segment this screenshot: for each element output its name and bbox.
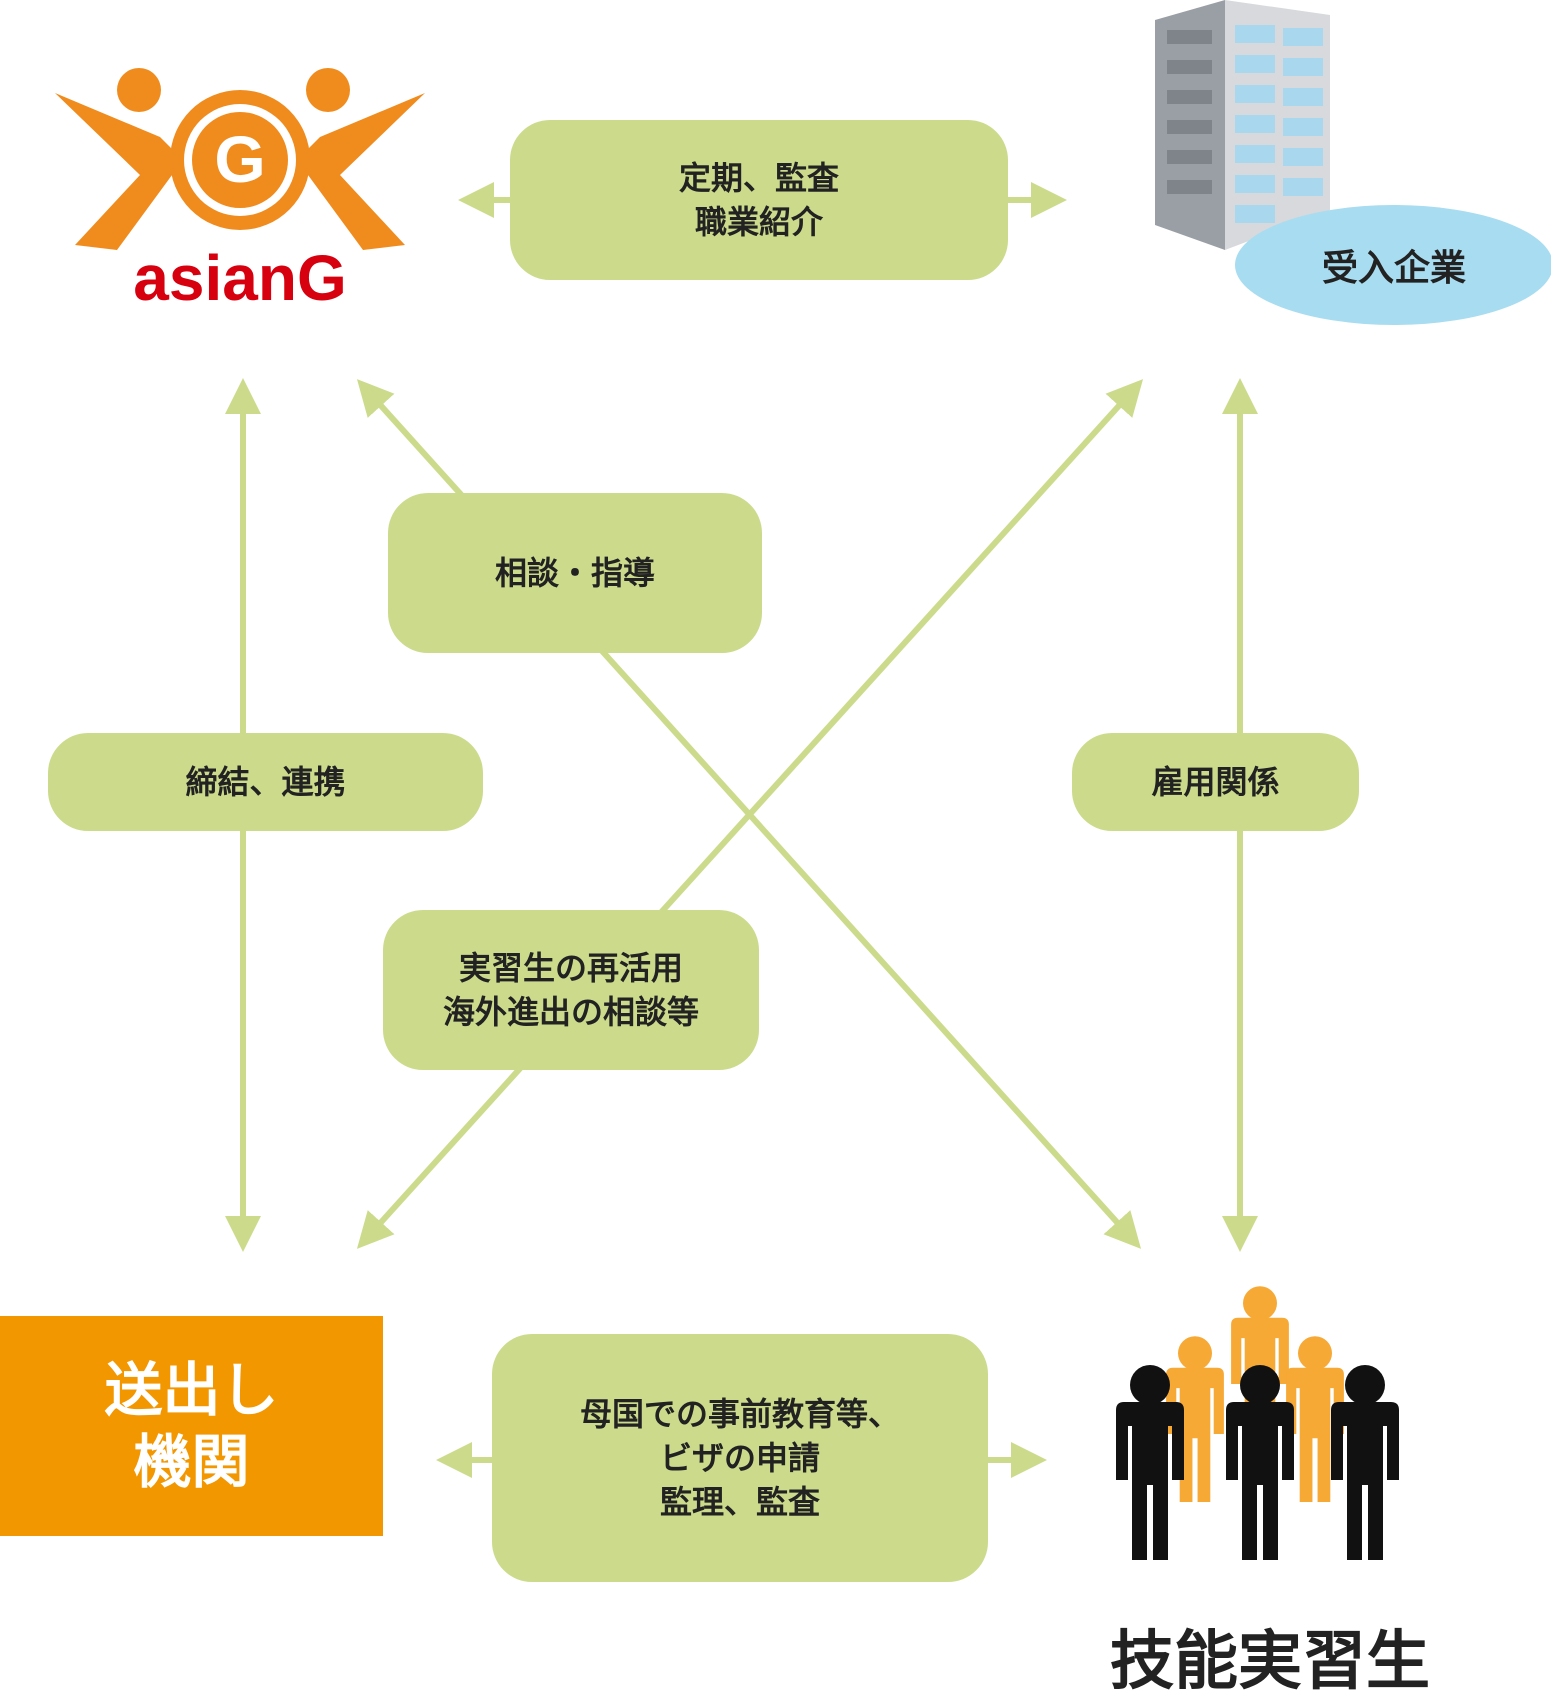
relation-company-sending: 実習生の再活用 海外進出の相談等	[383, 910, 759, 1070]
logo-brand-text: asianG	[133, 242, 346, 314]
arrow-company-sending	[356, 379, 1144, 1249]
relation-asiang-sending: 締結、連携	[48, 733, 483, 831]
relation-asiang-trainees: 相談・指導	[388, 493, 762, 653]
people-group-icon	[1116, 1286, 1399, 1560]
sending-organization-box: 送出し 機関	[0, 1316, 383, 1536]
relation-asiang-company: 定期、監査 職業紹介	[510, 120, 1008, 280]
relation-sending-trainees: 母国での事前教育等、 ビザの申請 監理、監査	[492, 1334, 988, 1582]
relation-company-trainees: 雇用関係	[1072, 733, 1359, 831]
trainees-label: 技能実習生	[1110, 1625, 1430, 1699]
asiang-logo-icon: G asianG	[55, 68, 425, 314]
company-label: 受入企業	[1235, 205, 1551, 325]
svg-text:G: G	[214, 122, 265, 196]
office-building-icon	[1155, 0, 1330, 250]
sending-org-line2: 機関	[133, 1428, 250, 1496]
sending-org-line1: 送出し	[104, 1356, 279, 1424]
